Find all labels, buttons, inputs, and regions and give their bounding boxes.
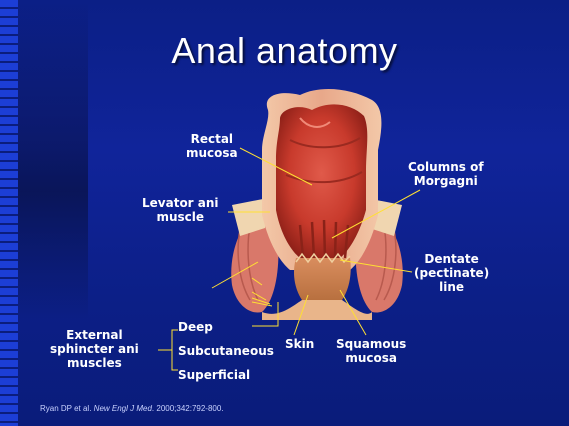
label-dentate-line1: Dentate [414,252,489,266]
citation-details: . 2000;342:792-800. [152,404,224,413]
label-levator-ani: Levator ani muscle [142,196,219,224]
citation-journal: New Engl J Med [94,404,152,413]
label-dentate-line3: line [414,280,489,294]
label-external-line1: External [50,328,139,342]
label-columns-of-morgagni: Columns of Morgagni [408,160,484,188]
citation-authors: Ryan DP et al. [40,404,91,413]
label-superficial: Superficial [178,368,250,382]
label-squamous-line2: mucosa [336,351,406,365]
label-columns-line1: Columns of [408,160,484,174]
label-rectal-mucosa: Rectal mucosa [186,132,238,160]
label-external-line2: sphincter ani [50,342,139,356]
label-rectal-mucosa-line1: Rectal [186,132,238,146]
label-external-sphincter: External sphincter ani muscles [50,328,139,370]
label-external-line3: muscles [50,356,139,370]
label-skin: Skin [285,337,314,351]
label-levator-line2: muscle [142,210,219,224]
label-subcutaneous: Subcutaneous [178,344,274,358]
label-dentate-line: Dentate (pectinate) line [414,252,489,294]
citation: Ryan DP et al. New Engl J Med. 2000;342:… [40,404,224,413]
label-levator-line1: Levator ani [142,196,219,210]
label-deep: Deep [178,320,213,334]
label-squamous-mucosa: Squamous mucosa [336,337,406,365]
label-squamous-line1: Squamous [336,337,406,351]
label-rectal-mucosa-line2: mucosa [186,146,238,160]
label-dentate-line2: (pectinate) [414,266,489,280]
label-columns-line2: Morgagni [408,174,484,188]
